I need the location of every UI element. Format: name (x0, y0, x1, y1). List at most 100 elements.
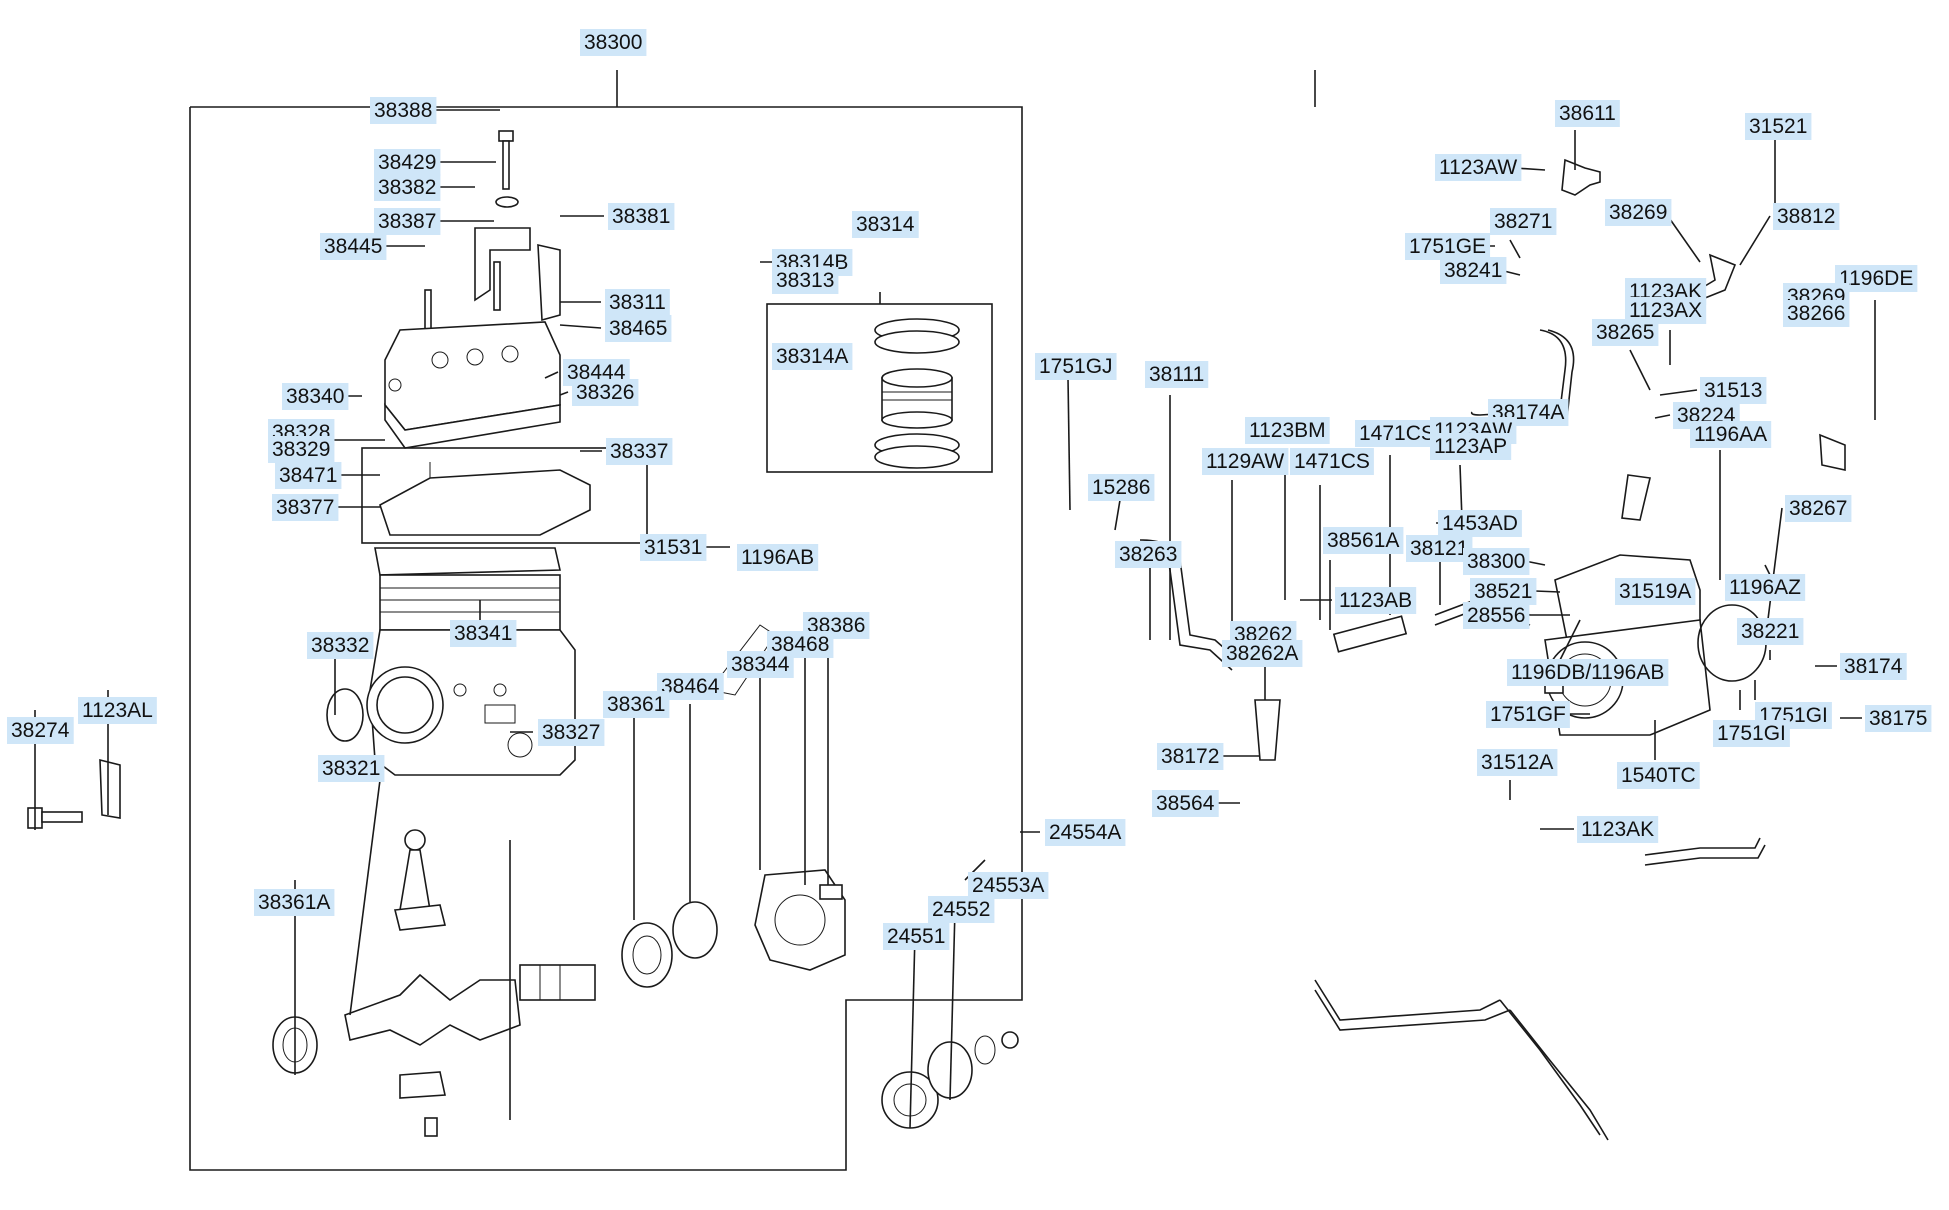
part-number: 24552 (932, 898, 990, 921)
label-highlight (374, 149, 441, 176)
leader-line (1629, 349, 1651, 391)
part-number: 1123AK (1581, 818, 1654, 841)
part-label: 38269 (1605, 199, 1672, 226)
label-highlight (1617, 762, 1700, 789)
part-label: 1123BM (1245, 417, 1330, 444)
label-highlight (1035, 353, 1117, 380)
part-label: 38300 (1463, 548, 1530, 575)
fitting-icon (1561, 158, 1601, 196)
label-highlight (1145, 361, 1209, 388)
leader-line (1739, 215, 1771, 266)
part-number: 38265 (1596, 321, 1654, 344)
label-highlight (1773, 203, 1840, 230)
label-highlight (606, 438, 673, 465)
part-number: 38271 (1494, 210, 1552, 233)
part-number: 38175 (1869, 707, 1927, 730)
label-highlight (928, 896, 995, 923)
part-number: 24554A (1049, 821, 1121, 844)
part-number: 1540TC (1621, 764, 1696, 787)
label-highlight (1405, 233, 1491, 260)
part-number: 38266 (1787, 302, 1845, 325)
part-label: 38388 (370, 97, 437, 124)
part-label: 1453AD (1438, 510, 1522, 537)
label-highlight (605, 289, 670, 316)
label-highlight (1355, 420, 1439, 447)
part-label: 31531 (640, 534, 707, 561)
part-number: 1196DB/1196AB (1511, 661, 1664, 684)
part-label: 38382 (374, 174, 441, 201)
part-label: 1196DE (1835, 265, 1918, 292)
part-number: 38344 (731, 653, 790, 676)
part-number: 1123BM (1249, 419, 1326, 442)
part-label: 1196DB/1196AB (1507, 659, 1669, 686)
leader-line (559, 391, 569, 396)
label-highlight (275, 462, 342, 489)
part-label: 38274 (7, 717, 74, 744)
part-number: 31512A (1481, 751, 1553, 774)
label-highlight (272, 494, 339, 521)
part-number: 38111 (1149, 363, 1204, 386)
label-highlight (374, 208, 441, 235)
part-number: 1123AX (1629, 299, 1702, 322)
cylinder-head-icon (384, 321, 561, 449)
label-highlight (1202, 448, 1289, 475)
label-highlight (1577, 816, 1659, 843)
part-number: 38377 (276, 496, 334, 519)
part-number: 1123AL (82, 699, 153, 722)
label-highlight (282, 383, 349, 410)
part-label: 24552 (928, 896, 995, 923)
part-number: 38221 (1741, 620, 1799, 643)
piston-icon (881, 368, 953, 429)
part-number: 38340 (286, 385, 344, 408)
label-highlight (1713, 720, 1790, 747)
part-number: 38381 (612, 205, 670, 228)
part-number: 1751GJ (1039, 355, 1113, 378)
piston-ring-bottom-icon (874, 433, 960, 469)
part-label: 1751GJ (1035, 353, 1117, 380)
part-label: 38344 (727, 651, 794, 678)
part-number: 38611 (1559, 102, 1616, 125)
label-highlight (7, 717, 74, 744)
label-highlight (450, 620, 517, 647)
label-highlight (772, 343, 853, 370)
part-label: 38561A (1323, 527, 1404, 554)
part-number: 38464 (661, 675, 720, 698)
label-highlight (1737, 618, 1804, 645)
part-label: 1123AP (1430, 433, 1512, 460)
part-number: 38314A (776, 345, 848, 368)
part-number: 38327 (542, 721, 600, 744)
part-label: 15286 (1088, 474, 1155, 501)
part-label: 38311 (605, 289, 670, 316)
part-label: 38271 (1490, 208, 1557, 235)
bushing-icon (672, 901, 718, 959)
part-label: 38521 (1470, 578, 1537, 605)
stud-bolt-icon (27, 807, 83, 829)
label-highlight (374, 174, 441, 201)
part-number: 38326 (576, 381, 634, 404)
label-highlight (1222, 640, 1303, 667)
part-label: 1196AA (1690, 421, 1772, 448)
part-label: 38564 (1152, 790, 1219, 817)
valve-plate-icon (379, 469, 591, 536)
air-line-icon (1314, 979, 1501, 1021)
part-label: 24551 (883, 923, 950, 950)
part-number: 38332 (311, 634, 369, 657)
bracket-icon (474, 227, 531, 302)
part-number: 24553A (972, 874, 1044, 897)
label-highlight (883, 923, 950, 950)
label-highlight (1152, 790, 1219, 817)
part-number: 1751GI (1717, 722, 1786, 745)
leader-line (544, 371, 559, 379)
part-number: 24551 (887, 925, 945, 948)
part-number: 1751GF (1490, 703, 1566, 726)
part-label: 1471CS (1355, 420, 1439, 447)
part-number: 38561A (1327, 529, 1399, 552)
rod-cap-icon (399, 1071, 446, 1137)
part-number: 38174 (1844, 655, 1903, 678)
part-label: 1123AK (1577, 816, 1659, 843)
seal-icon (326, 688, 364, 742)
part-number: 38121 (1410, 537, 1468, 560)
label-highlight (318, 755, 385, 782)
label-highlight (538, 719, 605, 746)
part-number: 1123AB (1339, 589, 1412, 612)
